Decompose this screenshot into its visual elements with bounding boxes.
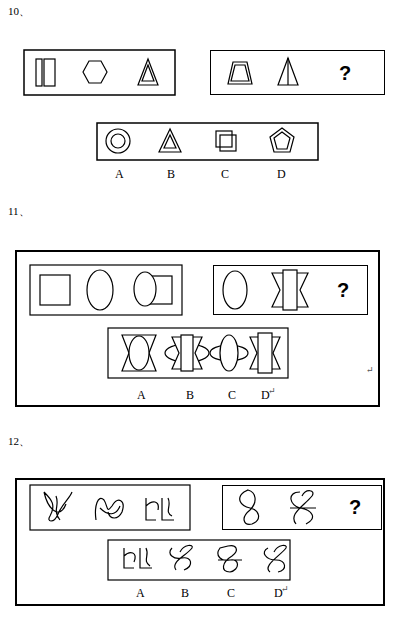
option-letter: B xyxy=(186,389,194,401)
question-frame: ABCD? xyxy=(15,478,385,606)
option-letter: B xyxy=(167,168,175,180)
question-number: 10、 xyxy=(8,6,30,17)
question-box: ? xyxy=(222,485,382,530)
question-number: 12、 xyxy=(8,436,30,447)
question-number: 11、 xyxy=(8,206,30,217)
option-letter: B xyxy=(181,587,189,599)
option-letter: C xyxy=(221,168,229,180)
return-mark: ↵ xyxy=(268,387,276,396)
question-mark: ? xyxy=(349,497,361,517)
question-box: ? xyxy=(210,50,385,95)
question-box: ? xyxy=(213,265,368,315)
question-mark: ? xyxy=(339,63,351,83)
option-letter: A xyxy=(115,168,124,180)
return-mark: ↵ xyxy=(366,366,374,375)
question-mark: ? xyxy=(337,280,349,300)
option-letter: A xyxy=(137,389,146,401)
option-letter: C xyxy=(228,389,236,401)
return-mark: ↵ xyxy=(281,585,289,594)
option-letter: A xyxy=(136,587,145,599)
option-letter: C xyxy=(227,587,235,599)
question-frame: ABCD? xyxy=(15,250,380,407)
option-letter: D xyxy=(277,168,286,180)
